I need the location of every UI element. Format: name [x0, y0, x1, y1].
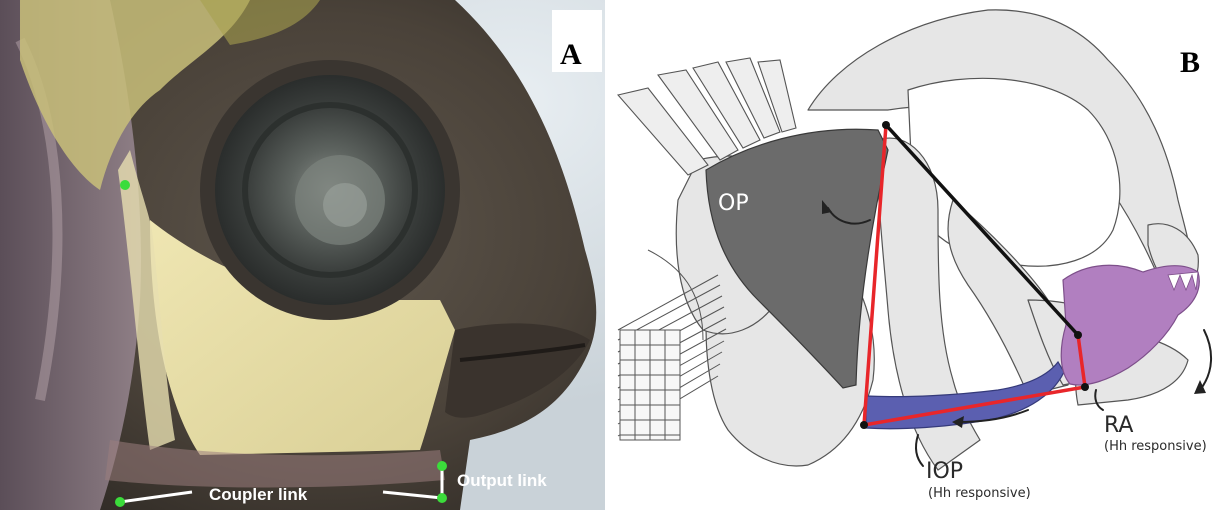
landmark-dot [437, 461, 447, 471]
output-link-label: Output link [457, 471, 547, 490]
panel-b-diagram: OP IOP (Hh responsive) RA (Hh responsive… [608, 0, 1223, 510]
op-label: OP [718, 191, 749, 216]
coupler-link-label: Coupler link [209, 485, 308, 504]
panel-a-photo: Coupler link Output link A [0, 0, 605, 510]
iop-sublabel: (Hh responsive) [928, 486, 1031, 501]
joint-dot [1074, 331, 1082, 339]
iop-label: IOP [926, 459, 963, 484]
ra-sublabel: (Hh responsive) [1104, 439, 1207, 454]
landmark-dot [120, 180, 130, 190]
ra-label: RA [1104, 413, 1133, 438]
panel-letter-b: B [1180, 46, 1200, 79]
panel-letter-a: A [560, 38, 582, 71]
landmark-dot [115, 497, 125, 507]
joint-dot [1081, 383, 1089, 391]
landmark-dot [437, 493, 447, 503]
joint-dot [882, 121, 890, 129]
skull-diagram: OP IOP (Hh responsive) RA (Hh responsive… [608, 0, 1223, 510]
fish-head-photo: Coupler link Output link A [0, 0, 605, 510]
joint-dot [860, 421, 868, 429]
